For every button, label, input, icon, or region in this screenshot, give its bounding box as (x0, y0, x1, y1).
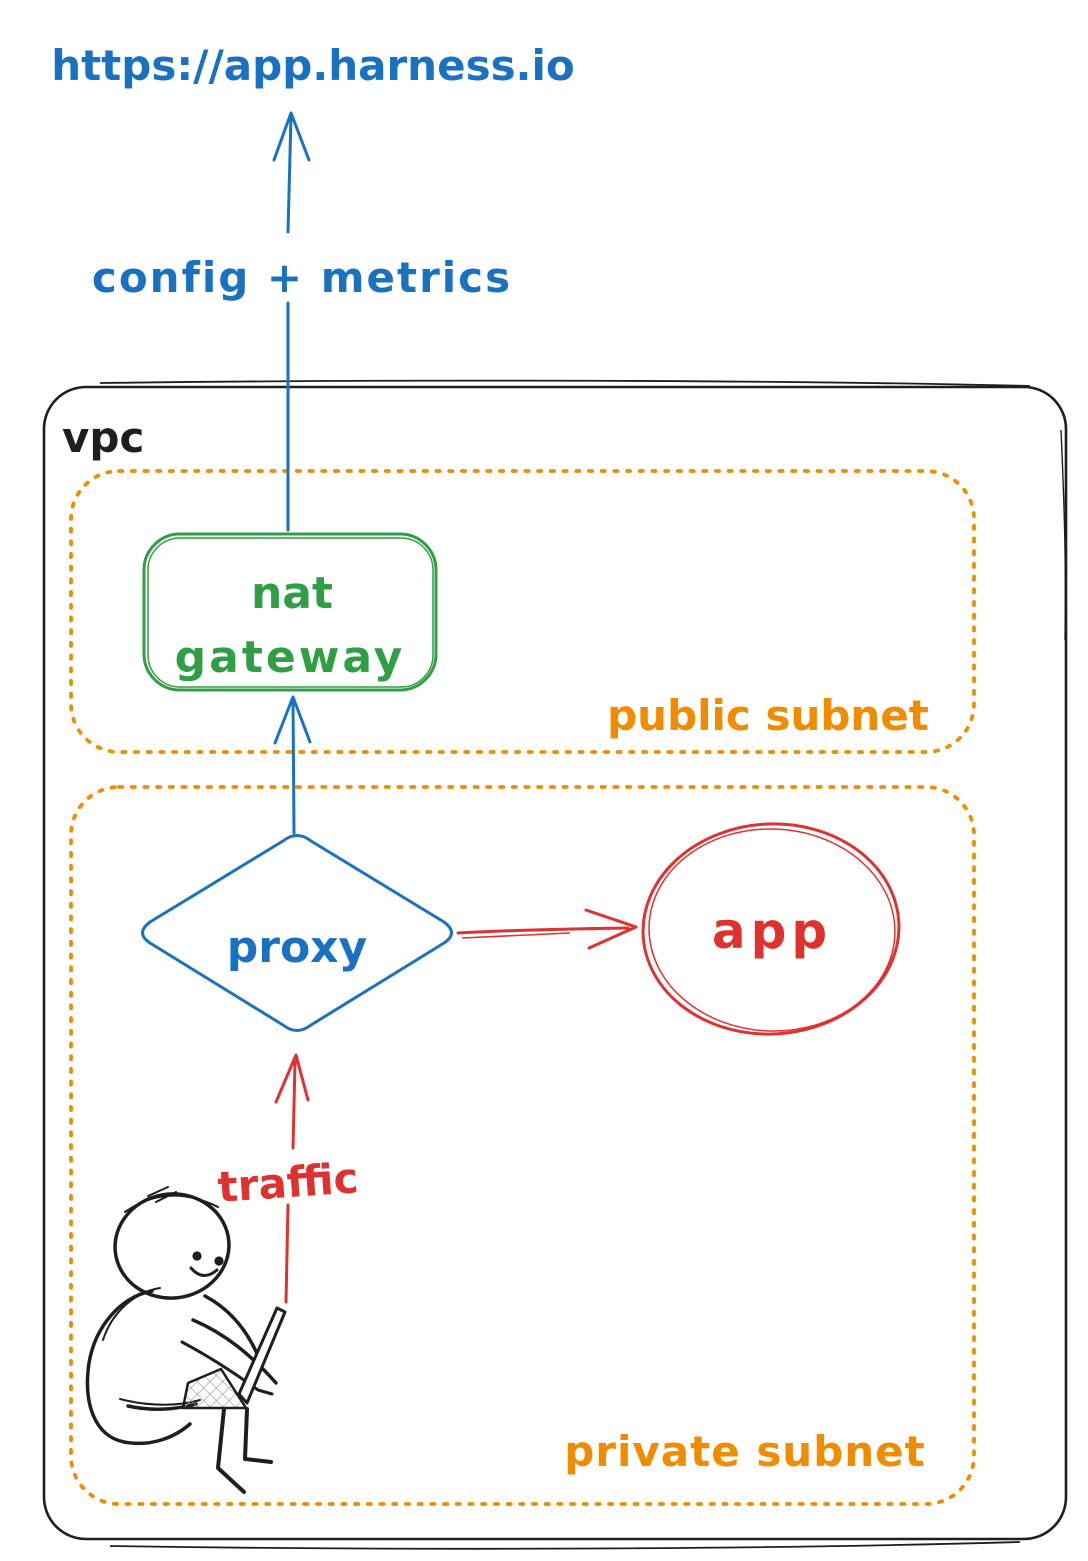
person-leg-right (243, 1407, 273, 1464)
person-hair-icon (147, 1186, 177, 1203)
arrow-proxy-to-nat (273, 695, 312, 835)
proxy-diamond (141, 834, 453, 1032)
arrow-user-to-proxy (274, 1053, 310, 1304)
person-body (85, 1289, 192, 1446)
person-leg-left (216, 1407, 246, 1494)
person-arm-upper (191, 1318, 278, 1385)
arrow-proxy-to-app (456, 908, 638, 950)
proxy-label: proxy (227, 922, 368, 973)
proxy-diamond-sketch (204, 841, 283, 889)
nat-gateway-box (142, 532, 438, 692)
nat-gateway-box-sketch (147, 537, 434, 688)
person-smile (189, 1266, 219, 1277)
arrow-nat-to-harness (272, 111, 311, 532)
vpc-box-sketch-top (99, 379, 1031, 387)
private-subnet-box (69, 785, 976, 1506)
config-metrics-label: config + metrics (92, 253, 512, 302)
app-label: app (712, 902, 832, 960)
harness-url-label: https://app.harness.io (51, 41, 575, 90)
vpc-box-sketch-right (1060, 429, 1067, 641)
public-subnet-label: public subnet (607, 691, 929, 740)
arrow-proxy-to-app-sketch (461, 932, 571, 939)
person-figure (85, 1186, 287, 1494)
private-subnet-label: private subnet (564, 1427, 926, 1476)
vpc-box-sketch-bottom (109, 1541, 1021, 1550)
traffic-label: traffic (216, 1153, 360, 1212)
person-arm-lower (180, 1340, 274, 1396)
vpc-box (42, 379, 1068, 1550)
person-body-sketch (102, 1287, 161, 1341)
nat-gateway-label-line2: gateway (175, 632, 406, 683)
laptop-keyboard-icon (181, 1367, 248, 1410)
laptop-screen-icon (237, 1306, 287, 1405)
person-eye-left (192, 1251, 202, 1261)
nat-gateway-label-line1: nat (251, 568, 333, 619)
vpc-label: vpc (62, 413, 144, 462)
person-eye-right (214, 1256, 224, 1266)
app-circle (641, 822, 901, 1036)
person-head (113, 1192, 231, 1300)
app-circle-sketch (648, 828, 896, 1032)
